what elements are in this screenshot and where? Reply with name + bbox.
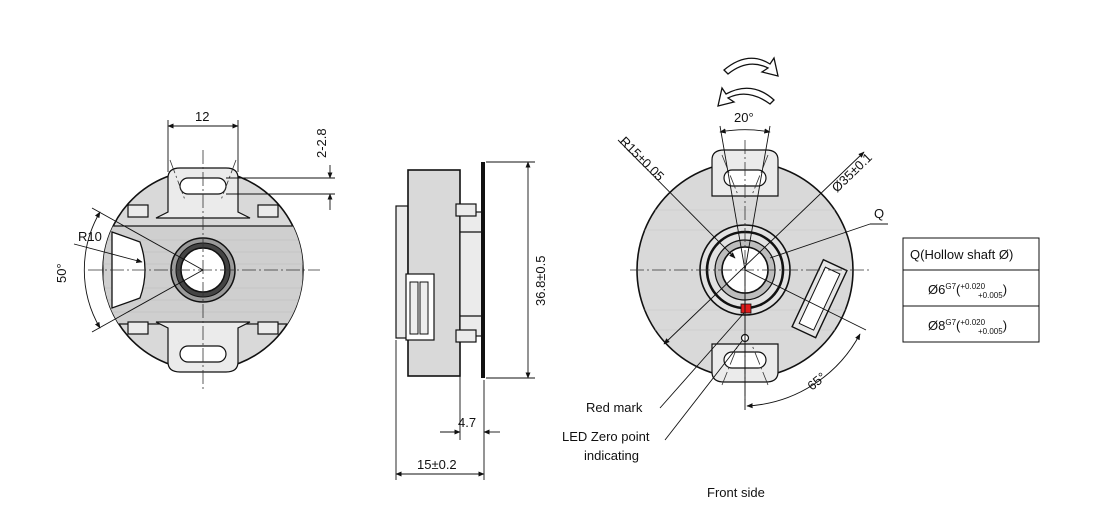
shaft-table-header: Q(Hollow shaft Ø) (910, 247, 1013, 262)
front-caption: Front side (707, 485, 765, 500)
left-view: 12 2-2.8 R10 50° (54, 109, 335, 390)
led-label-line2: indicating (584, 448, 639, 463)
row-0-base: Ø6 (928, 282, 945, 297)
left-dim-width: 12 (195, 109, 209, 124)
side-dim-depth: 15±0.2 (417, 457, 457, 472)
left-dim-radius: R10 (78, 229, 102, 244)
left-dim-gap: 2-2.8 (314, 128, 329, 158)
red-mark (740, 303, 752, 314)
row-0-fit: G7 (945, 282, 956, 291)
left-dim-angle: 50° (54, 263, 69, 283)
side-front-plate (481, 162, 485, 378)
row-1-fit: G7 (945, 318, 956, 327)
side-dim-height: 36.8±0.5 (533, 255, 548, 306)
side-housing (459, 211, 483, 337)
row-1-upper: +0.020 (960, 318, 985, 327)
front-dim-rotation: 20° (734, 110, 754, 125)
shaft-table-row-1 (902, 305, 1040, 343)
row-0-upper: +0.020 (960, 282, 985, 291)
side-view: 36.8±0.5 4.7 15±0.2 (395, 161, 548, 480)
front-dim-angle: 65° (804, 369, 829, 393)
led-label-line1: LED Zero point (562, 429, 650, 444)
shaft-table: Q(Hollow shaft Ø) Ø6G7(+0.020+0.005) Ø8G… (902, 237, 1040, 343)
shaft-table-row-1-value: Ø8G7(+0.020+0.005) (928, 318, 1007, 336)
row-1-base: Ø8 (928, 318, 945, 333)
front-view: 20° R15±0.05 Ø35±0.1 Q 65° Red mark LED … (562, 56, 888, 500)
side-body (407, 169, 461, 377)
front-dim-radius: R15±0.05 (617, 134, 667, 184)
red-mark-label: Red mark (586, 400, 643, 415)
rotation-arrow-cw (723, 56, 779, 77)
row-0-lower: +0.005 (978, 291, 1003, 300)
side-dim-step: 4.7 (458, 415, 476, 430)
shaft-table-row-0-value: Ø6G7(+0.020+0.005) (928, 282, 1007, 300)
front-label-q: Q (874, 206, 884, 221)
rotation-arrow-ccw (717, 86, 775, 107)
shaft-table-row-0 (902, 269, 1040, 307)
front-dim-diameter: Ø35±0.1 (829, 150, 875, 195)
row-1-lower: +0.005 (978, 327, 1003, 336)
